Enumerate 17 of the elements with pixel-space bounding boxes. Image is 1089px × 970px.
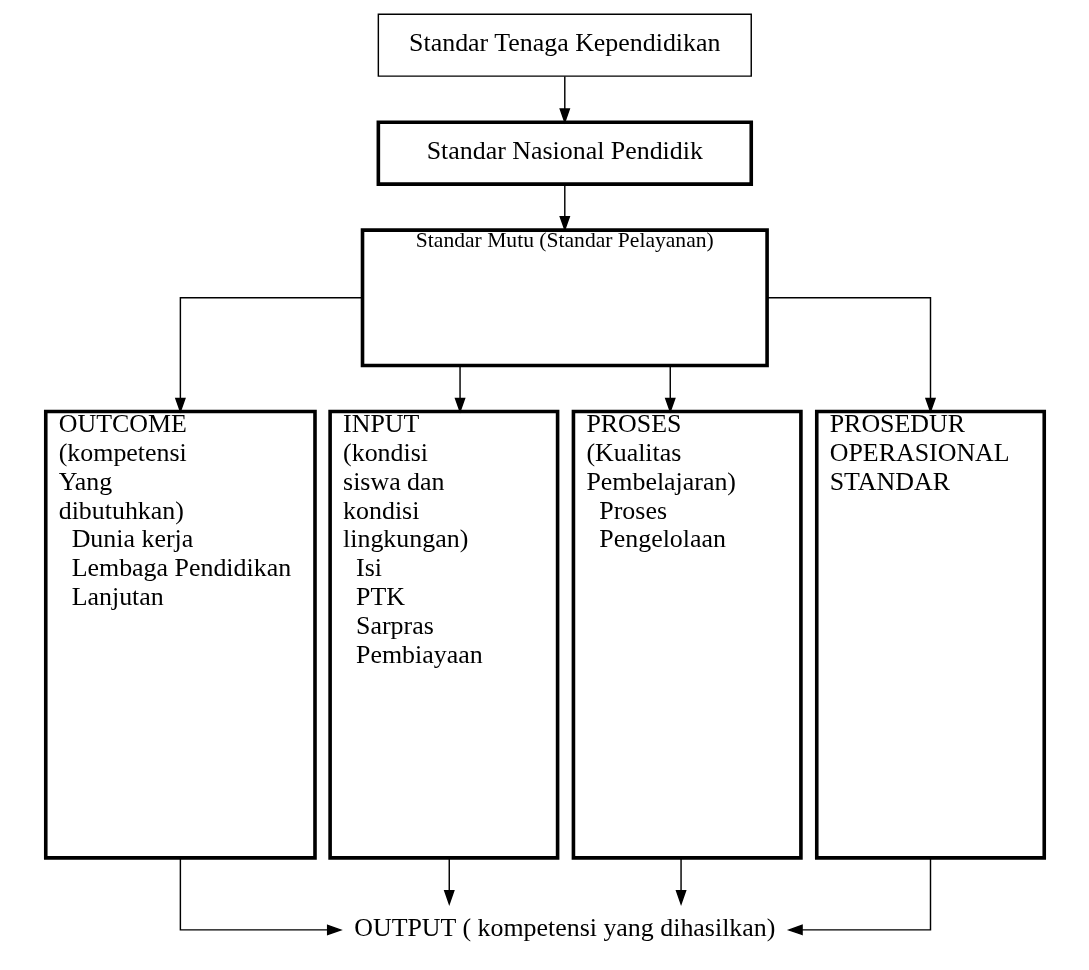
node-box: Standar Nasional Pendidik bbox=[376, 120, 753, 186]
arrow bbox=[558, 183, 570, 232]
arrow bbox=[786, 857, 931, 936]
node-box: PROSEDUR OPERASIONAL STANDAR bbox=[814, 409, 1046, 860]
arrow bbox=[454, 364, 466, 414]
node-box: PROSES (Kualitas Pembelajaran) Proses Pengelolaan bbox=[571, 409, 803, 860]
arrow bbox=[443, 857, 455, 906]
node-box: Standar Mutu (Standar Pelayanan) bbox=[360, 228, 769, 368]
node-box: Standar Tenaga Kependidikan bbox=[377, 13, 752, 77]
node-box: OUTCOME (kompetensi Yang dibutuhkan) Dunia kerja Lembaga Pendidikan Lanjutan bbox=[43, 409, 317, 860]
node-text: OUTPUT ( kompetensi yang dihasilkan) bbox=[353, 913, 775, 943]
arrow bbox=[179, 857, 343, 936]
arrow bbox=[664, 364, 676, 414]
node-box: INPUT (kondisi siswa dan kondisi lingkungan) Isi PTK Sarpras Pembiayaan bbox=[327, 409, 559, 860]
arrow bbox=[675, 857, 687, 906]
arrow bbox=[174, 297, 363, 414]
arrow bbox=[766, 297, 936, 414]
